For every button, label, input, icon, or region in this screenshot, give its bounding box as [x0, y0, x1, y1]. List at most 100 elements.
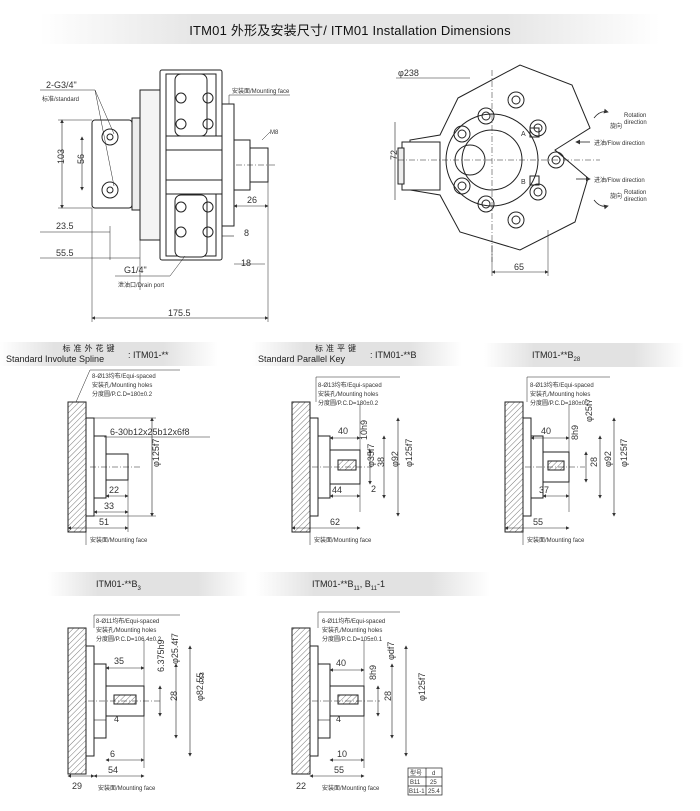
b28-dia25: φ25f7	[584, 399, 594, 422]
section-b11-code: ITM01-**B	[312, 579, 354, 589]
key-face: 安装面/Mounting face	[314, 536, 372, 544]
port-label-1: 2-G3/4"	[46, 80, 77, 90]
b28-d55: 55	[533, 517, 543, 527]
dim-65: 65	[514, 262, 524, 272]
key-d40: 40	[338, 426, 348, 436]
b3-face: 安装面/Mounting face	[98, 784, 156, 792]
section-b11-sub1: 11	[353, 585, 360, 592]
b28-note1: 8-Ø13均布/Equi-spaced	[530, 381, 594, 389]
b28-note2: 安装孔/Mounting holes	[530, 390, 590, 398]
model-table	[407, 767, 443, 796]
b28-d40: 40	[541, 426, 551, 436]
section-key-header: 标准平键 Standard Parallel Key : ITM01-**B	[252, 342, 462, 366]
port-a: A	[521, 131, 526, 138]
b3-note1: 8-Ø11均布/Equi-spaced	[96, 617, 159, 625]
b11-note1: 6-Ø11均布/Equi-spaced	[322, 617, 385, 625]
detail-spline	[67, 369, 210, 545]
section-b28-sub: 28	[573, 356, 581, 363]
detail-key	[291, 376, 400, 545]
section-b3-code: ITM01-**B	[96, 579, 138, 589]
table-r1c1: B11	[410, 780, 421, 786]
b11-note2: 安装孔/Mounting holes	[322, 626, 382, 634]
section-b11-sep: , B	[359, 579, 371, 589]
key-note1: 8-Ø13均布/Equi-spaced	[318, 381, 382, 389]
table-h1: 型号	[410, 769, 422, 777]
port-label-2: 标准/standard	[42, 95, 79, 103]
dim-18: 18	[241, 258, 251, 268]
section-b3-header: ITM01-**B3	[48, 572, 248, 596]
b3-note2: 安装孔/Mounting holes	[96, 626, 156, 634]
m8-label: M8	[270, 130, 279, 136]
b28-d37: 37	[539, 485, 549, 495]
flow-out: 进油/Flow direction	[594, 176, 645, 184]
b3-d28: 28	[169, 691, 179, 701]
b3-tol: 0.13	[200, 672, 206, 684]
table-r1c2: 25	[430, 780, 437, 786]
drain-label-2: 泄油口/Drain port	[118, 281, 164, 289]
spline-note3: 分度圆/P.C.D=180±0.2	[92, 390, 153, 398]
main-mounting-face: 安装面/Mounting face	[232, 87, 290, 95]
key-dia92: φ92	[390, 451, 400, 467]
table-r2c2: 25.4	[428, 789, 440, 795]
spline-note2: 安装孔/Mounting holes	[92, 381, 152, 389]
detail-b3	[67, 614, 192, 778]
section-spline-en: Standard Involute Spline	[6, 354, 105, 364]
section-b11-sub2: 11	[370, 585, 377, 592]
spline-d51: 51	[99, 517, 109, 527]
b11-dia125: φ125f7	[417, 673, 427, 701]
rot-dir-en-1: Rotation	[624, 113, 646, 119]
section-key-zh: 标准平键	[315, 344, 359, 353]
section-b11-header: ITM01-**B11, B11-1	[256, 572, 490, 596]
rot-dir2-en-1: Rotation	[624, 190, 646, 196]
section-b28-title: ITM01-**B28	[532, 350, 580, 363]
b3-d6375: 6.375h9	[156, 639, 166, 672]
b3-d54: 54	[108, 765, 118, 775]
section-b3-sub: 3	[137, 585, 141, 592]
section-key-code: : ITM01-**B	[370, 350, 417, 360]
b3-d4: 4	[114, 714, 119, 724]
b3-note3: 分度圆/P.C.D=106.4±0.2	[96, 635, 162, 643]
key-d62: 62	[330, 517, 340, 527]
dim-26: 26	[247, 195, 257, 205]
rot-dir2-zh: 旋向	[610, 192, 622, 200]
dim-56: 56	[76, 154, 86, 164]
b11-d28: 28	[383, 691, 393, 701]
port-b: B	[521, 179, 526, 186]
spline-dia125: φ125f7	[151, 439, 161, 467]
b3-d6: 6	[110, 749, 115, 759]
section-spline-header: 标准外花键 Standard Involute Spline : ITM01-*…	[0, 342, 218, 366]
b11-note3: 分度圆/P.C.D=105±0.1	[322, 635, 383, 643]
key-d38: 38	[376, 457, 386, 467]
dim-55-5: 55.5	[56, 248, 74, 258]
b11-d22: 22	[296, 781, 306, 791]
b3-d29: 29	[72, 781, 82, 791]
main-front-view	[40, 69, 290, 322]
dim-103: 103	[56, 149, 66, 164]
page-title: ITM01 外形及安装尺寸/ ITM01 Installation Dimens…	[189, 23, 511, 38]
section-b3-title: ITM01-**B3	[96, 579, 141, 592]
key-dia125: φ125f7	[404, 439, 414, 467]
key-d44: 44	[332, 485, 342, 495]
b28-d28: 28	[589, 457, 599, 467]
table-r2c1: B11-1	[409, 789, 425, 795]
table-h2: d	[432, 771, 435, 777]
flow-in: 进油/Flow direction	[594, 139, 645, 147]
rot-dir-zh: 旋向	[610, 122, 622, 130]
section-spline-code: : ITM01-**	[128, 350, 169, 360]
b11-d55: 55	[334, 765, 344, 775]
key-note2: 安装孔/Mounting holes	[318, 390, 378, 398]
b3-dia25: φ25.4f7	[170, 633, 180, 664]
detail-b11	[291, 611, 408, 778]
spline-d33: 33	[104, 501, 114, 511]
section-key-en: Standard Parallel Key	[258, 354, 346, 364]
spline-note1: 8-Ø13均布/Equi-spaced	[92, 372, 156, 380]
spline-d22: 22	[109, 485, 119, 495]
b28-dia92: φ92	[603, 451, 613, 467]
section-b28-header: ITM01-**B28	[484, 343, 684, 367]
b3-dia825: φ82.55	[195, 673, 205, 701]
b28-face: 安装面/Mounting face	[527, 536, 585, 544]
section-b11-tail: -1	[377, 579, 386, 589]
key-d10h9: 10h9	[359, 420, 369, 440]
key-d2: 2	[371, 484, 376, 494]
